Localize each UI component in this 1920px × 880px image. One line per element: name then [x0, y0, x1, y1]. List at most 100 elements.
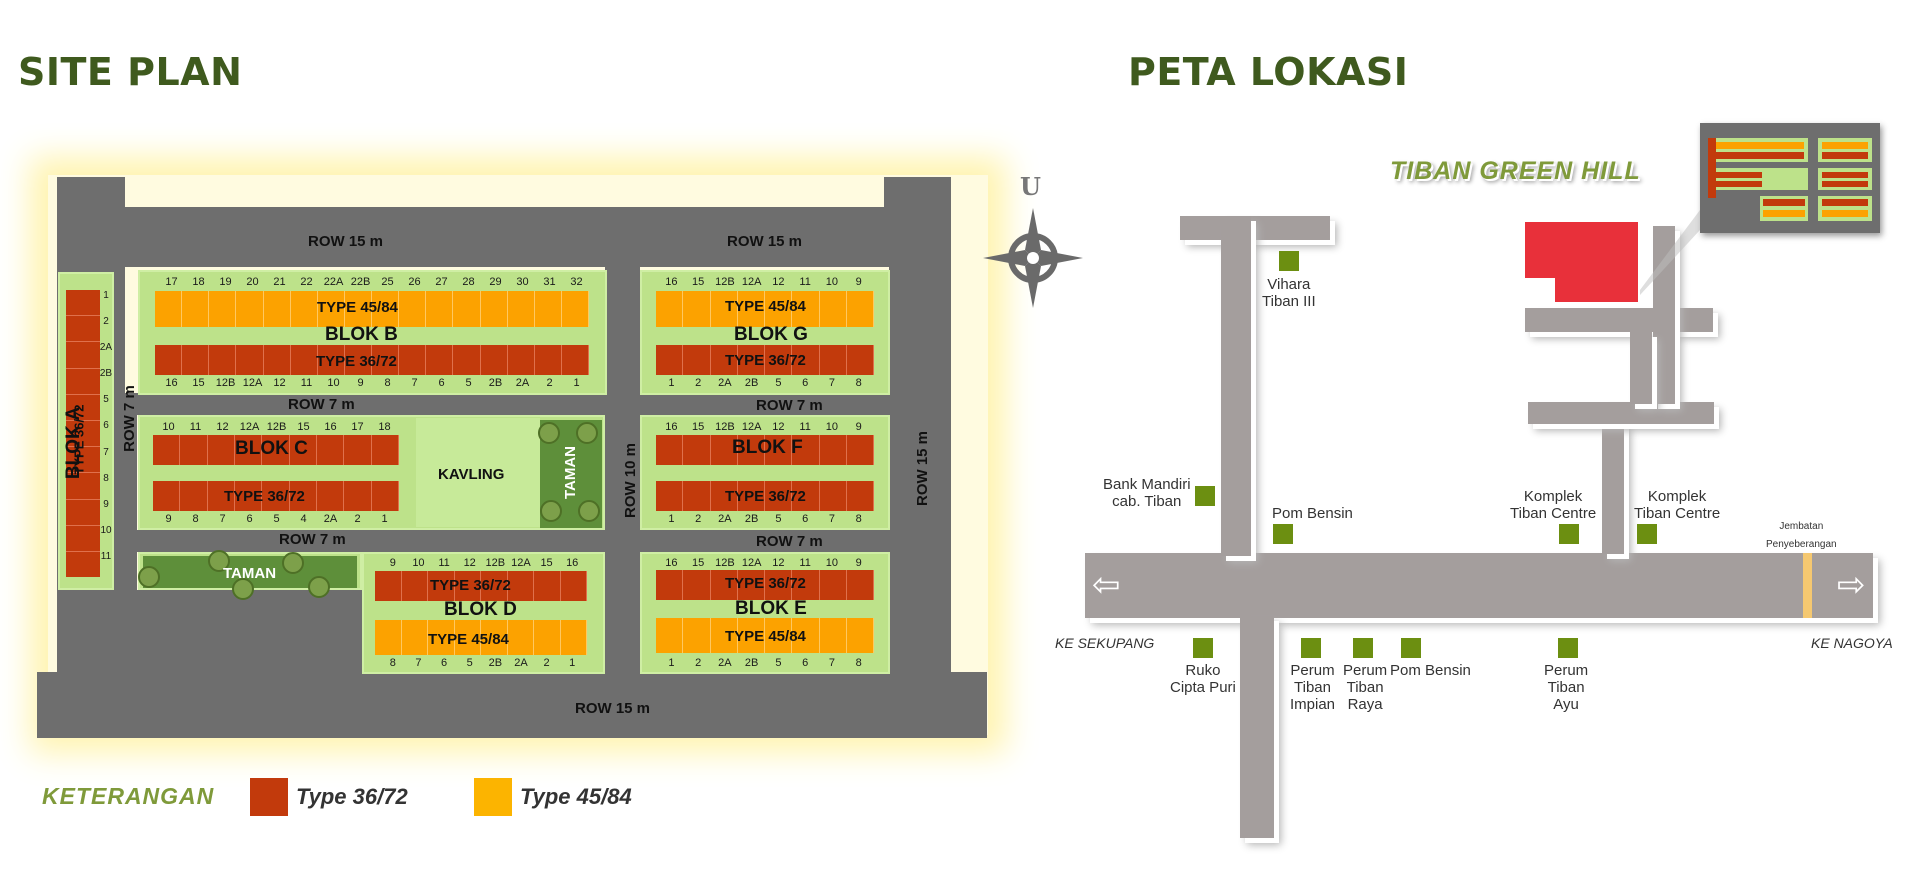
kavling-label: KAVLING: [438, 466, 505, 483]
blok-a-lots: [66, 290, 100, 578]
legend-title: KETERANGAN: [42, 783, 215, 809]
landmark-komplek2: Komplek Tiban Centre: [1634, 488, 1721, 522]
road-label-row-gf: ROW 7 m: [756, 397, 823, 414]
road-centre-vertical: [1602, 402, 1624, 554]
blok-e-type-bottom: TYPE 45/84: [725, 628, 806, 645]
landmark-marker-raya: [1353, 638, 1373, 658]
blok-g-bottom-lots: [656, 345, 874, 375]
tree-icon: [538, 422, 560, 444]
blok-f-type: TYPE 36/72: [725, 488, 806, 505]
project-location: [1525, 222, 1638, 302]
legend-swatch-45: [474, 778, 512, 816]
landmark-pom1: Pom Bensin: [1272, 505, 1353, 522]
road-centre-horizontal: [1528, 402, 1714, 424]
taman-right-label: TAMAN: [562, 445, 580, 500]
blok-e-label: BLOK E: [735, 598, 807, 619]
road-label-right: ROW 15 m: [914, 430, 932, 507]
tree-icon: [578, 500, 600, 522]
road-project-horizontal: [1525, 308, 1713, 332]
project-callout: [1640, 210, 1700, 295]
tree-icon: [576, 422, 598, 444]
landmark-ayu: Perum Tiban Ayu: [1544, 662, 1589, 713]
legend-swatch-36: [250, 778, 288, 816]
landmark-marker-pom1: [1273, 524, 1293, 544]
landmark-ruko: Ruko Cipta Puri: [1170, 662, 1236, 696]
location-map-title: PETA LOKASI: [1128, 50, 1409, 94]
landmark-vihara: Vihara Tiban III: [1262, 276, 1316, 310]
blok-b-type-bottom: TYPE 36/72: [316, 353, 397, 370]
road-d-left: [57, 590, 362, 672]
blok-c-bottom-lots: [153, 481, 399, 511]
tree-icon: [138, 566, 160, 588]
road-label-row-ct: ROW 7 m: [279, 531, 346, 548]
landmark-komplek1: Komplek Tiban Centre: [1510, 488, 1597, 522]
legend-label-45: Type 45/84: [520, 784, 632, 809]
road-label-middle: ROW 10 m: [622, 442, 640, 519]
blok-e-top-lots: [656, 570, 874, 600]
kavling: [416, 418, 540, 527]
road-top-left-tab: [57, 177, 125, 207]
blok-g-type-top: TYPE 45/84: [725, 298, 806, 315]
blok-f-label: BLOK F: [732, 437, 803, 458]
taman-bottom-label: TAMAN: [223, 565, 277, 582]
direction-right: KE NAGOYA: [1811, 635, 1893, 651]
tree-icon: [540, 500, 562, 522]
blok-c-top-lots: [153, 435, 399, 465]
direction-left: KE SEKUPANG: [1055, 635, 1155, 651]
road-bottom: [37, 672, 987, 738]
blok-d-top-lots: [375, 571, 587, 601]
road-row-ct: [57, 530, 951, 552]
road-label-row-fe: ROW 7 m: [756, 533, 823, 550]
blok-g-label: BLOK G: [734, 324, 808, 345]
road-south: [1240, 616, 1274, 838]
legend-label-36: Type 36/72: [296, 784, 408, 809]
blok-b-label: BLOK B: [325, 324, 398, 345]
road-label-left: ROW 7 m: [120, 385, 138, 452]
arrow-left-icon: ⇦: [1092, 566, 1121, 604]
blok-a-type: TYPE 36/72: [71, 404, 87, 475]
road-top-right-tab: [884, 177, 951, 207]
landmark-bank: Bank Mandiri cab. Tiban: [1103, 476, 1191, 510]
blok-c-label: BLOK C: [235, 438, 308, 459]
bridge: [1803, 553, 1812, 618]
road-middle: [605, 207, 640, 672]
road-label-top-right: ROW 15 m: [727, 233, 803, 250]
mini-site-plan: [1700, 123, 1880, 233]
blok-f-bottom-lots: [656, 481, 874, 511]
compass-north-label: U: [1020, 172, 1041, 201]
landmark-marker-bank: [1195, 486, 1215, 506]
blok-b-bottom-lots: [155, 345, 589, 375]
site-plan-title: SITE PLAN: [18, 50, 243, 94]
blok-g-type-bottom: TYPE 36/72: [725, 352, 806, 369]
blok-c-type: TYPE 36/72: [224, 488, 305, 505]
landmark-marker-vihara: [1279, 251, 1299, 271]
landmark-pom2: Pom Bensin: [1390, 662, 1471, 679]
compass-icon: [983, 208, 1083, 308]
blok-g-top-lots: [656, 291, 874, 327]
road-label-top-left: ROW 15 m: [308, 233, 384, 250]
tree-icon: [232, 578, 254, 600]
blok-d-bottom-lots: [375, 620, 587, 655]
blok-b-top-lots: [155, 291, 589, 327]
landmark-marker-komplek2: [1637, 524, 1657, 544]
landmark-marker-komplek1: [1559, 524, 1579, 544]
landmark-impian: Perum Tiban Impian: [1290, 662, 1336, 713]
road-project-vertical-left: [1630, 332, 1652, 404]
blok-e-bottom-lots: [656, 618, 874, 653]
blok-d-type-top: TYPE 36/72: [430, 577, 511, 594]
landmark-marker-ruko: [1193, 638, 1213, 658]
bridge-label: Jembatan Penyeberangan: [1766, 521, 1837, 550]
arrow-right-icon: ⇨: [1837, 566, 1866, 604]
road-vihara-top: [1180, 216, 1330, 240]
road-row-bc: [57, 393, 951, 415]
